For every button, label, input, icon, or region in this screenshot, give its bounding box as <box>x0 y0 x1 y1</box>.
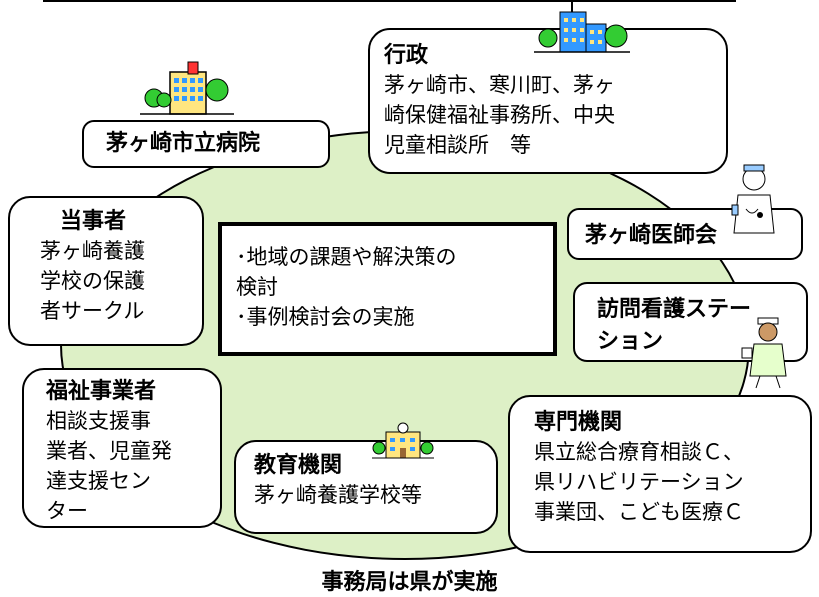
senmon-title: 専門機関 <box>534 410 623 435</box>
center-line-1: ･地域の課題や解決策の <box>236 245 457 269</box>
center-box: ･地域の課題や解決策の 検討 ･事例検討会の実施 <box>218 222 557 356</box>
top-rule <box>43 0 736 2</box>
footer-note: 事務局は県が実施 <box>321 570 498 595</box>
center-line-3: ･事例検討会の実施 <box>236 305 415 329</box>
fukushi-box: 福祉事業者 相談支援事 業者、児童発 達支援セン ター <box>22 368 222 528</box>
government-building-icon <box>534 0 630 53</box>
tojisha-title: 当事者 <box>60 209 127 234</box>
hospital-title: 茅ヶ崎市立病院 <box>106 131 261 156</box>
kyoiku-box: 教育機関 茅ヶ崎養護学校等 <box>234 440 498 534</box>
tojisha-box: 当事者 茅ヶ崎養護 学校の保護 者サークル <box>8 196 204 346</box>
center-line-2: 検討 <box>236 275 278 299</box>
tojisha-body: 茅ヶ崎養護 学校の保護 者サークル <box>40 239 145 323</box>
homon-box: 訪問看護ステー ション <box>573 282 808 362</box>
hospital-box: 茅ヶ崎市立病院 <box>82 120 330 168</box>
school-building-icon <box>372 422 434 459</box>
senmon-body: 県立総合療育相談Ｃ、 県リハビリテーション 事業団、こども医療Ｃ <box>534 440 744 524</box>
fukushi-title: 福祉事業者 <box>46 379 157 404</box>
hospital-building-icon <box>140 61 234 115</box>
homon-title: 訪問看護ステー ション <box>597 297 752 354</box>
government-title: 行政 <box>384 43 429 68</box>
doctor-icon <box>731 164 775 234</box>
fukushi-body: 相談支援事 業者、児童発 達支援セン ター <box>46 409 172 523</box>
government-body: 茅ヶ崎市、寒川町、茅ヶ 崎保健福祉事務所、中央 児童相談所 等 <box>384 73 615 157</box>
kyoiku-title: 教育機関 <box>254 453 343 478</box>
senmon-box: 専門機関 県立総合療育相談Ｃ、 県リハビリテーション 事業団、こども医療Ｃ <box>508 395 812 553</box>
nurse-icon <box>741 317 787 389</box>
ishikai-title: 茅ヶ崎医師会 <box>585 223 718 248</box>
kyoiku-body: 茅ヶ崎養護学校等 <box>254 483 422 507</box>
